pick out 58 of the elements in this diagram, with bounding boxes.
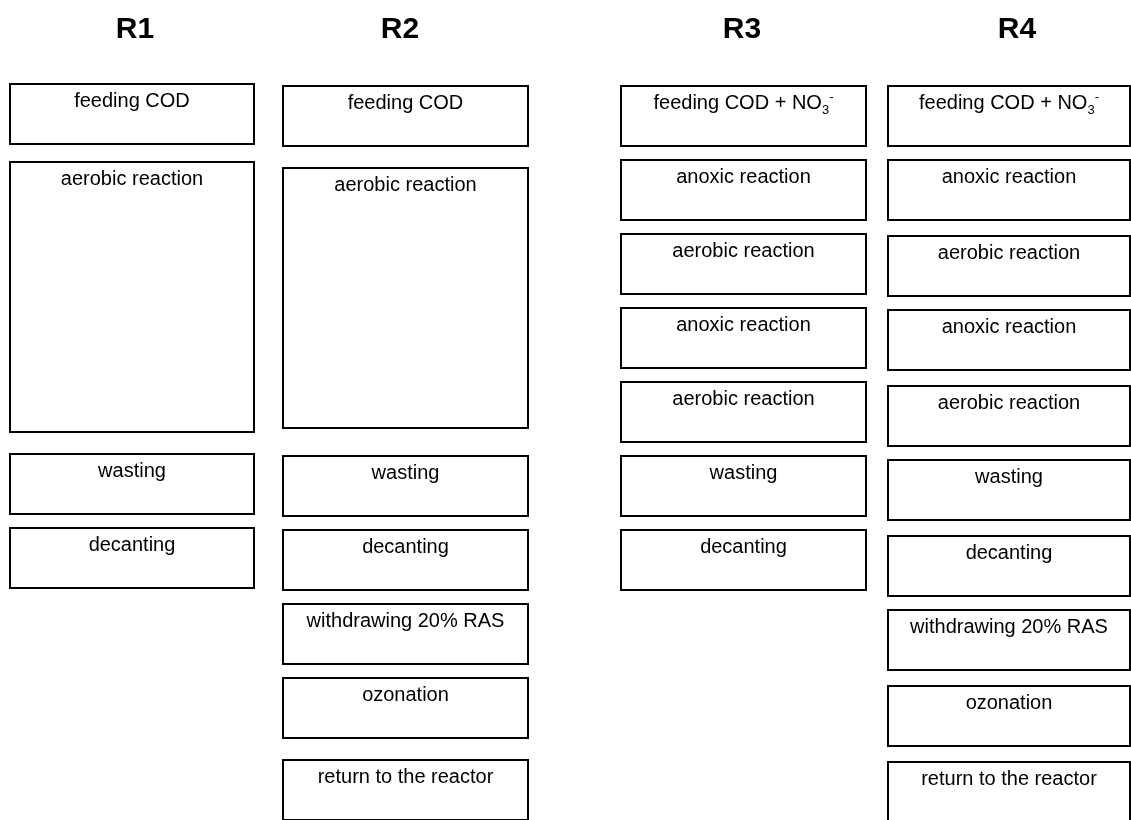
step-box xyxy=(282,603,529,665)
step-label: aerobic reaction xyxy=(59,166,205,189)
step-label: aerobic reaction xyxy=(671,386,816,409)
step-label: aerobic reaction xyxy=(936,240,1082,263)
step-label: anoxic reaction xyxy=(675,312,812,335)
step-label: wasting xyxy=(97,458,167,481)
step-label: withdrawing 20% RAS xyxy=(305,608,506,631)
step-box xyxy=(887,685,1131,747)
step-label: return to the reactor xyxy=(920,766,1098,789)
step-box xyxy=(282,85,529,147)
step-box xyxy=(887,385,1131,447)
step-label: wasting xyxy=(370,460,441,483)
step-box xyxy=(282,167,529,429)
step-box xyxy=(620,159,867,221)
step-label: ozonation xyxy=(964,690,1054,713)
step-label: decanting xyxy=(361,534,450,557)
step-label: feeding COD xyxy=(346,90,465,113)
step-box xyxy=(887,761,1131,820)
step-box xyxy=(887,159,1131,221)
step-label: decanting xyxy=(964,540,1054,563)
step-box xyxy=(9,453,255,515)
step-box xyxy=(282,529,529,591)
step-label: feeding COD xyxy=(73,88,191,111)
step-box xyxy=(620,307,867,369)
step-box xyxy=(282,677,529,739)
step-label: wasting xyxy=(974,464,1044,487)
column-heading: R3 xyxy=(722,11,762,45)
step-box xyxy=(887,609,1131,671)
step-label: return to the reactor xyxy=(316,764,495,787)
step-box xyxy=(9,83,255,145)
step-label: aerobic reaction xyxy=(333,172,478,195)
step-box xyxy=(620,85,867,147)
step-label: wasting xyxy=(708,460,779,483)
step-label: anoxic reaction xyxy=(940,164,1078,187)
step-label: withdrawing 20% RAS xyxy=(909,614,1109,637)
step-label: aerobic reaction xyxy=(936,390,1082,413)
step-box xyxy=(9,161,255,433)
step-box xyxy=(620,233,867,295)
column-heading: R2 xyxy=(380,11,420,45)
step-box xyxy=(887,235,1131,297)
step-box xyxy=(282,455,529,517)
step-label: aerobic reaction xyxy=(671,238,816,261)
step-label: anoxic reaction xyxy=(675,164,812,187)
step-box xyxy=(620,381,867,443)
step-box xyxy=(887,85,1131,147)
step-label: ozonation xyxy=(361,682,450,705)
step-box xyxy=(887,309,1131,371)
step-box xyxy=(9,527,255,589)
step-label: anoxic reaction xyxy=(940,314,1078,337)
step-label: decanting xyxy=(87,532,177,555)
step-box xyxy=(620,529,867,591)
step-box xyxy=(282,759,529,820)
step-box xyxy=(620,455,867,517)
step-label: decanting xyxy=(699,534,788,557)
column-heading: R1 xyxy=(115,11,155,45)
step-box xyxy=(887,535,1131,597)
step-box xyxy=(887,459,1131,521)
column-heading: R4 xyxy=(997,11,1037,45)
